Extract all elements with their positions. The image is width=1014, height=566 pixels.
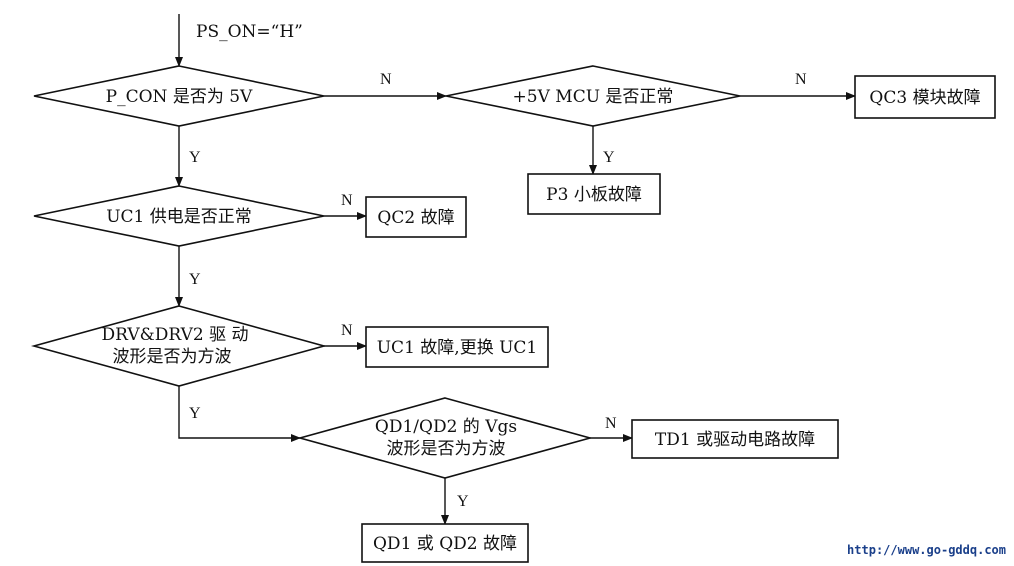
result-qc3 [854,75,996,119]
branch-label-qd-yes: Y [457,493,469,510]
result-p3-label: P3 小板故障 [546,185,642,205]
result-td1 [631,419,839,459]
branch-label-pcon-yes: Y [189,149,201,166]
result-uc1 [365,326,549,368]
branch-label-pcon-no: N [380,71,392,88]
decision-uc1-power-label: UC1 供电是否正常 [106,207,252,227]
decision-p-con-label: P_CON 是否为 5V [106,87,253,107]
decision-mcu-label: +5V MCU 是否正常 [513,87,674,107]
result-td1-label: TD1 或驱动电路故障 [655,430,815,450]
result-qc3-label: QC3 模块故障 [869,88,980,108]
branch-label-mcu-no: N [795,71,807,88]
start-label: PS_ON=“H” [196,22,303,42]
result-qc2-label: QC2 故障 [377,208,454,228]
decision-qd-label-1: QD1/QD2 的 Vgs [375,417,517,437]
result-qd-label: QD1 或 QD2 故障 [373,534,517,554]
result-qd [361,523,529,563]
branch-label-drv-yes: Y [189,405,201,422]
decision-qd-label-2: 波形是否为方波 [387,439,506,459]
branch-label-qd-no: N [605,415,617,432]
branch-label-uc1-yes: Y [189,271,201,288]
result-uc1-label: UC1 故障,更换 UC1 [377,338,538,358]
result-qc2 [365,196,467,238]
result-p3 [527,173,661,215]
decision-drv-label-1: DRV&DRV2 驱 动 [102,325,249,345]
branch-label-drv-no: N [341,322,353,339]
decision-drv [30,305,328,387]
branch-label-mcu-yes: Y [603,149,615,166]
decision-qd [296,397,594,479]
branch-label-uc1-no: N [341,192,353,209]
decision-drv-label-2: 波形是否为方波 [113,347,232,367]
connector-drv-qd [178,386,301,442]
watermark: http://www.go-gddq.com [847,543,1006,557]
